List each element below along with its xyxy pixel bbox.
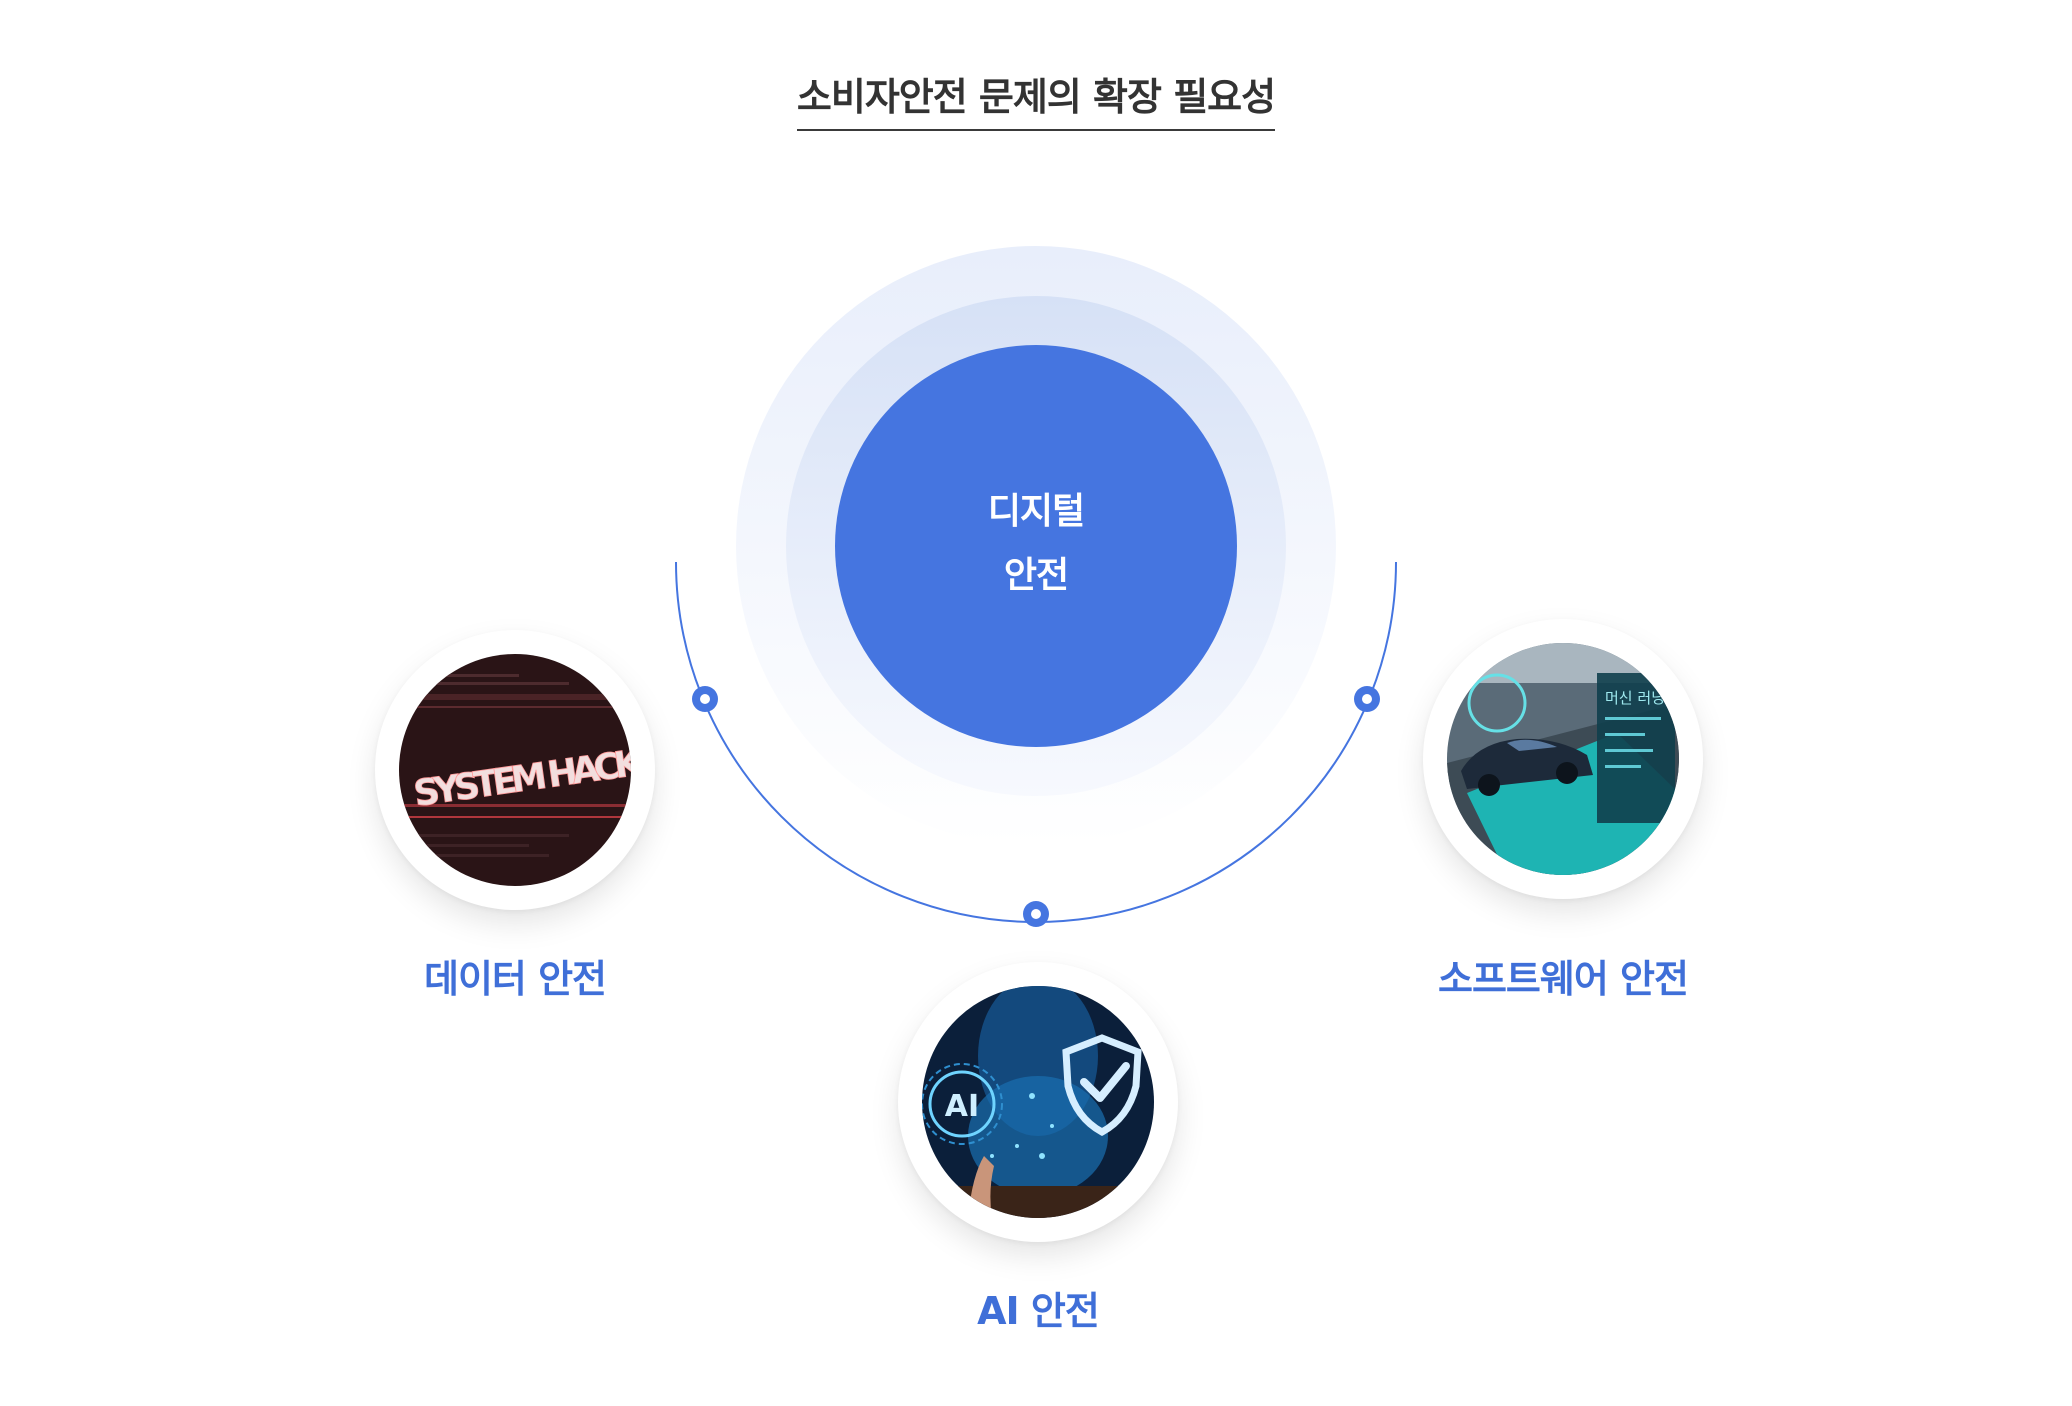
connector-dot-right xyxy=(1354,686,1380,712)
center-circle xyxy=(835,345,1237,747)
label-ai-safety: AI 안전 xyxy=(977,1289,1100,1333)
title-wrap: 소비자안전 문제의 확장 필요성 xyxy=(0,66,2072,131)
system-hack-image: SYSTEM HACK xyxy=(399,654,631,886)
check-icon xyxy=(1080,1062,1130,1102)
center-label-line1: 디지털 xyxy=(987,491,1085,532)
connector-dot-left xyxy=(692,686,718,712)
software-safety-image: 머신 러닝 xyxy=(1447,643,1679,875)
node-ai-safety: AI xyxy=(898,962,1178,1242)
node-software-safety: 머신 러닝 xyxy=(1423,619,1703,899)
center-label-line2: 안전 xyxy=(1003,555,1069,596)
ai-chip-text: AI xyxy=(945,1089,979,1124)
connector-dot-bottom xyxy=(1023,901,1049,927)
ai-safety-image: AI xyxy=(922,986,1154,1218)
shield-icon xyxy=(1062,1034,1142,1136)
ml-panel-text: 머신 러닝 xyxy=(1605,689,1665,707)
node-data-safety: SYSTEM HACK xyxy=(375,630,655,910)
label-data-safety: 데이터 안전 xyxy=(423,957,607,1001)
page-title: 소비자안전 문제의 확장 필요성 xyxy=(796,66,1276,131)
center-label: 디지털 안전 xyxy=(836,480,1236,608)
label-software-safety: 소프트웨어 안전 xyxy=(1438,957,1689,1001)
